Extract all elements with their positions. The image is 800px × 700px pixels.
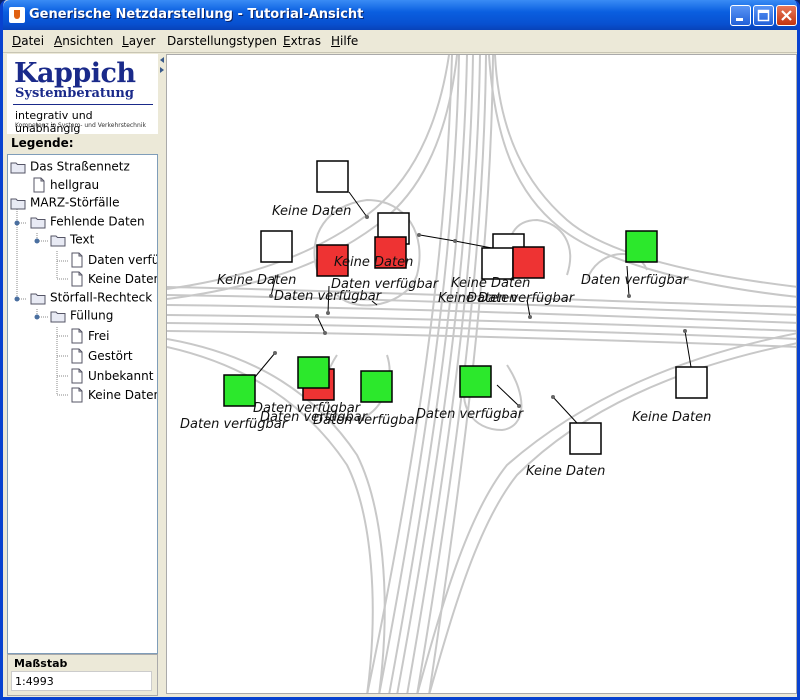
file-icon bbox=[33, 177, 45, 193]
tree-node-keine-daten-text[interactable]: Keine Daten bbox=[70, 271, 157, 289]
road-network bbox=[167, 55, 796, 693]
status-box-gestoert[interactable] bbox=[512, 246, 545, 279]
folder-icon bbox=[10, 162, 26, 173]
tree-node-unbekannt[interactable]: Unbekannt bbox=[70, 368, 153, 386]
connector-points bbox=[269, 215, 687, 408]
tree-node-daten-verfuegbar[interactable]: Daten verfüg bbox=[70, 252, 157, 270]
menu-extras[interactable]: Extras bbox=[283, 34, 321, 48]
map-label: Daten verfügbar bbox=[416, 407, 525, 422]
status-box-gestoert[interactable] bbox=[374, 236, 407, 269]
logo-divider bbox=[13, 104, 153, 105]
folder-open-icon bbox=[50, 235, 66, 246]
scale-panel: Maßstab 1:4993 bbox=[7, 654, 158, 696]
tree-node-marz-stoerfaelle[interactable]: MARZ-Störfälle bbox=[10, 195, 119, 213]
folder-open-icon bbox=[30, 293, 46, 304]
map-label: Daten verfügbar bbox=[581, 273, 690, 288]
map-label: Daten verfügbar bbox=[467, 291, 576, 306]
company-logo: Kappich Systemberatung integrativ und un… bbox=[7, 54, 158, 135]
logo-tagline: integrativ und unabhängig bbox=[15, 109, 93, 135]
map-label: Daten verfügbar bbox=[253, 401, 362, 416]
scale-value: 1:4993 bbox=[11, 671, 152, 691]
map-label: Daten verfügbar bbox=[313, 413, 422, 428]
map-label: Keine Daten bbox=[526, 464, 605, 479]
status-box-keine-daten[interactable] bbox=[316, 160, 349, 193]
map-label: Daten verfügbar bbox=[260, 410, 369, 425]
map-label: Daten verfügbar bbox=[180, 417, 289, 432]
menu-ansichten[interactable]: Ansichten bbox=[54, 34, 114, 48]
tree-node-gestoert[interactable]: Gestört bbox=[70, 348, 133, 366]
tree-node-frei[interactable]: Frei bbox=[70, 328, 109, 346]
map-label: Keine Daten bbox=[451, 276, 530, 291]
title-bar[interactable]: Generische Netzdarstellung - Tutorial-An… bbox=[3, 0, 797, 30]
window-title: Generische Netzdarstellung - Tutorial-An… bbox=[29, 7, 364, 22]
folder-open-icon bbox=[50, 311, 66, 322]
tree-node-text[interactable]: Text bbox=[50, 232, 94, 250]
logo-small-text: Kompetenz in System- und Verkehrstechnik bbox=[15, 122, 146, 129]
minimize-button[interactable] bbox=[730, 5, 751, 26]
collapse-arrows-icon[interactable] bbox=[158, 56, 166, 76]
road-network-map[interactable]: Keine Daten Keine Daten Keine Daten Date… bbox=[167, 55, 797, 694]
scale-title: Maßstab bbox=[14, 657, 68, 670]
folder-icon bbox=[10, 198, 26, 209]
tree-connector-lines bbox=[14, 207, 68, 396]
map-canvas[interactable]: Keine Daten Keine Daten Keine Daten Date… bbox=[166, 54, 797, 694]
status-box-frei[interactable] bbox=[223, 374, 256, 407]
menu-hilfe[interactable]: Hilfe bbox=[331, 34, 359, 48]
tree-node-strassennetz[interactable]: Das Straßennetz bbox=[10, 159, 130, 177]
status-box-frei[interactable] bbox=[297, 356, 330, 389]
file-icon bbox=[71, 387, 83, 403]
menu-layer[interactable]: Layer bbox=[122, 34, 156, 48]
tree-node-stoerfall-rechteck[interactable]: Störfall-Rechteck bbox=[30, 290, 152, 308]
folder-open-icon bbox=[30, 217, 46, 228]
status-box-frei[interactable] bbox=[360, 370, 393, 403]
status-box-keine-daten[interactable] bbox=[675, 366, 708, 399]
map-label: Keine Daten bbox=[217, 273, 296, 288]
file-icon bbox=[71, 328, 83, 344]
map-label: Keine Daten bbox=[334, 255, 413, 270]
status-box-frei[interactable] bbox=[459, 365, 492, 398]
left-panel: Kappich Systemberatung integrativ und un… bbox=[7, 54, 158, 696]
menu-datei[interactable]: Datei bbox=[12, 34, 45, 48]
menu-darstellungstypen[interactable]: Darstellungstypen bbox=[167, 34, 278, 48]
status-box-keine-daten[interactable] bbox=[569, 422, 602, 455]
status-box-gestoert[interactable] bbox=[316, 244, 349, 277]
map-label: Keine Daten bbox=[632, 410, 711, 425]
logo-name: Kappich bbox=[14, 58, 136, 89]
status-box-keine-daten[interactable] bbox=[260, 230, 293, 263]
tree-node-hellgrau[interactable]: hellgrau bbox=[32, 177, 99, 195]
map-label: Daten verfügbar bbox=[331, 277, 440, 292]
map-labels: Keine Daten Keine Daten Keine Daten Date… bbox=[180, 204, 711, 479]
file-icon bbox=[71, 252, 83, 268]
close-button[interactable] bbox=[776, 5, 797, 26]
legend-heading: Legende: bbox=[11, 136, 74, 150]
tree-node-keine-daten-fuellung[interactable]: Keine Daten bbox=[70, 387, 157, 405]
menu-bar: Datei Ansichten Layer Darstellungstypen … bbox=[3, 30, 797, 53]
status-box-keine-daten[interactable] bbox=[481, 247, 514, 280]
status-box-frei[interactable] bbox=[625, 230, 658, 263]
file-icon bbox=[71, 271, 83, 287]
legend-tree[interactable]: Das Straßennetz hellgrau MARZ-Störfälle … bbox=[7, 154, 158, 654]
java-app-icon bbox=[9, 7, 25, 23]
status-rectangles bbox=[223, 160, 708, 455]
tree-node-fehlende-daten[interactable]: Fehlende Daten bbox=[30, 214, 145, 232]
file-icon bbox=[71, 368, 83, 384]
maximize-button[interactable] bbox=[753, 5, 774, 26]
map-label: Daten verfügbar bbox=[274, 289, 383, 304]
map-label: Keine Daten bbox=[438, 291, 517, 306]
logo-subtitle: Systemberatung bbox=[15, 86, 134, 101]
file-icon bbox=[71, 348, 83, 364]
map-label: Keine Daten bbox=[272, 204, 351, 219]
tree-node-fuellung[interactable]: Füllung bbox=[50, 308, 113, 326]
split-pane-divider[interactable] bbox=[158, 54, 166, 694]
